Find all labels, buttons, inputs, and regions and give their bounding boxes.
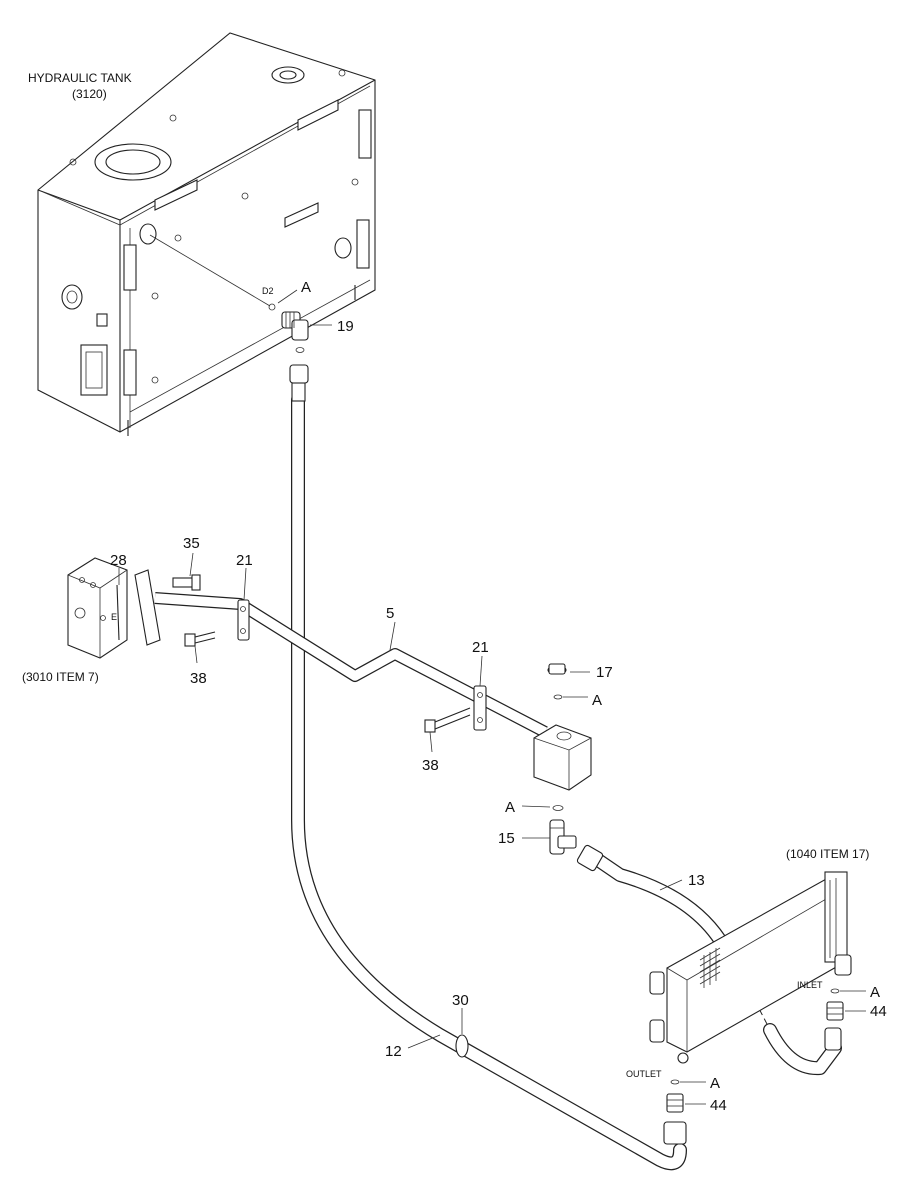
bolt-35 bbox=[172, 574, 201, 591]
callout-44-outlet: 44 bbox=[710, 1097, 727, 1114]
callout-35: 35 bbox=[183, 535, 200, 552]
adapter-44-outlet bbox=[666, 1093, 684, 1113]
clamp-21-right bbox=[473, 685, 487, 731]
flange-plate bbox=[116, 569, 161, 646]
callout-17: 17 bbox=[596, 664, 613, 681]
d2-leader bbox=[149, 234, 271, 307]
ref-3010: (3010 ITEM 7) bbox=[22, 670, 99, 684]
callout-21-left: 21 bbox=[236, 552, 253, 569]
callout-12: 12 bbox=[385, 1043, 402, 1060]
d2-o-ring bbox=[268, 303, 276, 311]
elbow-fitting-19 bbox=[281, 311, 332, 353]
tank-title: HYDRAULIC TANK bbox=[28, 71, 132, 85]
callout-a-block: A bbox=[505, 799, 515, 816]
inlet-label: INLET bbox=[797, 980, 823, 990]
hose-12 bbox=[289, 364, 687, 1171]
callout-5: 5 bbox=[386, 605, 394, 622]
callout-19: 19 bbox=[337, 318, 354, 335]
tank-code: (3120) bbox=[72, 87, 107, 101]
callout-30: 30 bbox=[452, 992, 469, 1009]
callout-a-plug: A bbox=[592, 692, 602, 709]
callout-38-right: 38 bbox=[422, 757, 439, 774]
cooler-fins bbox=[699, 947, 721, 988]
connector-block bbox=[533, 724, 592, 791]
plug-17 bbox=[547, 663, 567, 700]
callout-28: 28 bbox=[110, 552, 127, 569]
tee-fitting-15 bbox=[549, 819, 577, 855]
callout-15: 15 bbox=[498, 830, 515, 847]
o-ring-outlet bbox=[670, 1079, 680, 1085]
o-ring-a bbox=[552, 805, 564, 811]
port-d2-label: D2 bbox=[262, 286, 274, 296]
clamp-21-left bbox=[237, 599, 250, 641]
outlet-label: OUTLET bbox=[626, 1069, 662, 1079]
hydraulic-tank bbox=[37, 32, 376, 436]
adapter-44-inlet bbox=[826, 1001, 844, 1021]
o-ring-inlet bbox=[830, 988, 840, 994]
ref-1040: (1040 ITEM 17) bbox=[786, 847, 869, 861]
callout-a-outlet: A bbox=[710, 1075, 720, 1092]
hose-13 bbox=[576, 844, 842, 1076]
port-e-label: E bbox=[111, 612, 117, 622]
callout-a-inlet: A bbox=[870, 984, 880, 1001]
leader-lines bbox=[118, 552, 866, 1105]
oil-cooler bbox=[649, 871, 852, 1064]
callout-44-inlet: 44 bbox=[870, 1003, 887, 1020]
callout-38-left: 38 bbox=[190, 670, 207, 687]
bolt-38-right bbox=[424, 707, 471, 733]
callout-21-right: 21 bbox=[472, 639, 489, 656]
callout-13: 13 bbox=[688, 872, 705, 889]
pipe-5 bbox=[154, 592, 548, 738]
bolt-38-left bbox=[184, 631, 216, 647]
callout-a-tank: A bbox=[301, 279, 311, 296]
valve-block-3010 bbox=[67, 557, 128, 659]
